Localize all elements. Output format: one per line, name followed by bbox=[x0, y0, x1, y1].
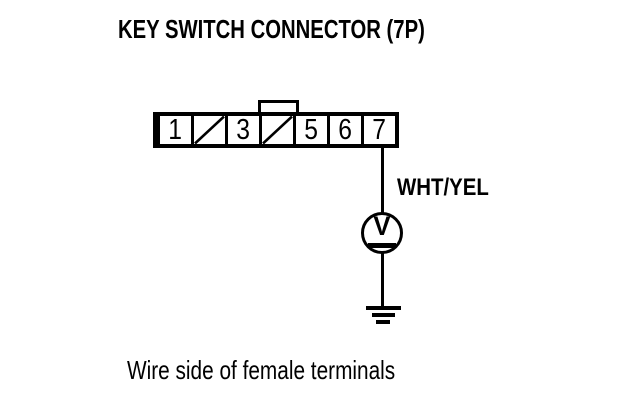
pin-number: 1 bbox=[168, 114, 183, 146]
blocked-slash-icon bbox=[194, 116, 225, 144]
connector-pin-7: 7 bbox=[364, 114, 395, 146]
connector-pin-2-blocked bbox=[194, 116, 228, 144]
voltmeter-circle-icon: V bbox=[361, 211, 403, 254]
blocked-slash-icon bbox=[262, 116, 293, 144]
wire-meter-to-ground bbox=[381, 253, 384, 308]
pin-number: 6 bbox=[338, 114, 353, 146]
ground-bar-bottom bbox=[376, 320, 390, 324]
wire-color-label: WHT/YEL bbox=[397, 174, 489, 201]
diagram-title: KEY SWITCH CONNECTOR (7P) bbox=[118, 14, 425, 44]
pin-number: 7 bbox=[372, 114, 387, 146]
connector-pin-5: 5 bbox=[296, 114, 330, 146]
connector-pin-4-blocked bbox=[262, 116, 296, 144]
pin-number: 5 bbox=[304, 114, 319, 146]
ground-bar-middle bbox=[372, 313, 395, 317]
voltmeter-underline bbox=[368, 243, 396, 248]
connector-pin-3: 3 bbox=[228, 114, 262, 146]
key-switch-connector: 1 3 5 6 7 bbox=[153, 112, 399, 148]
voltmeter-letter: V bbox=[373, 211, 391, 241]
wire-pin7-to-meter bbox=[381, 147, 384, 213]
connector-pin-1: 1 bbox=[160, 114, 194, 146]
diagram-caption: Wire side of female terminals bbox=[127, 355, 396, 385]
ground-bar-top bbox=[366, 306, 401, 310]
connector-locating-tab bbox=[258, 100, 299, 115]
pin-number: 3 bbox=[236, 114, 251, 146]
connector-pin-6: 6 bbox=[330, 114, 364, 146]
